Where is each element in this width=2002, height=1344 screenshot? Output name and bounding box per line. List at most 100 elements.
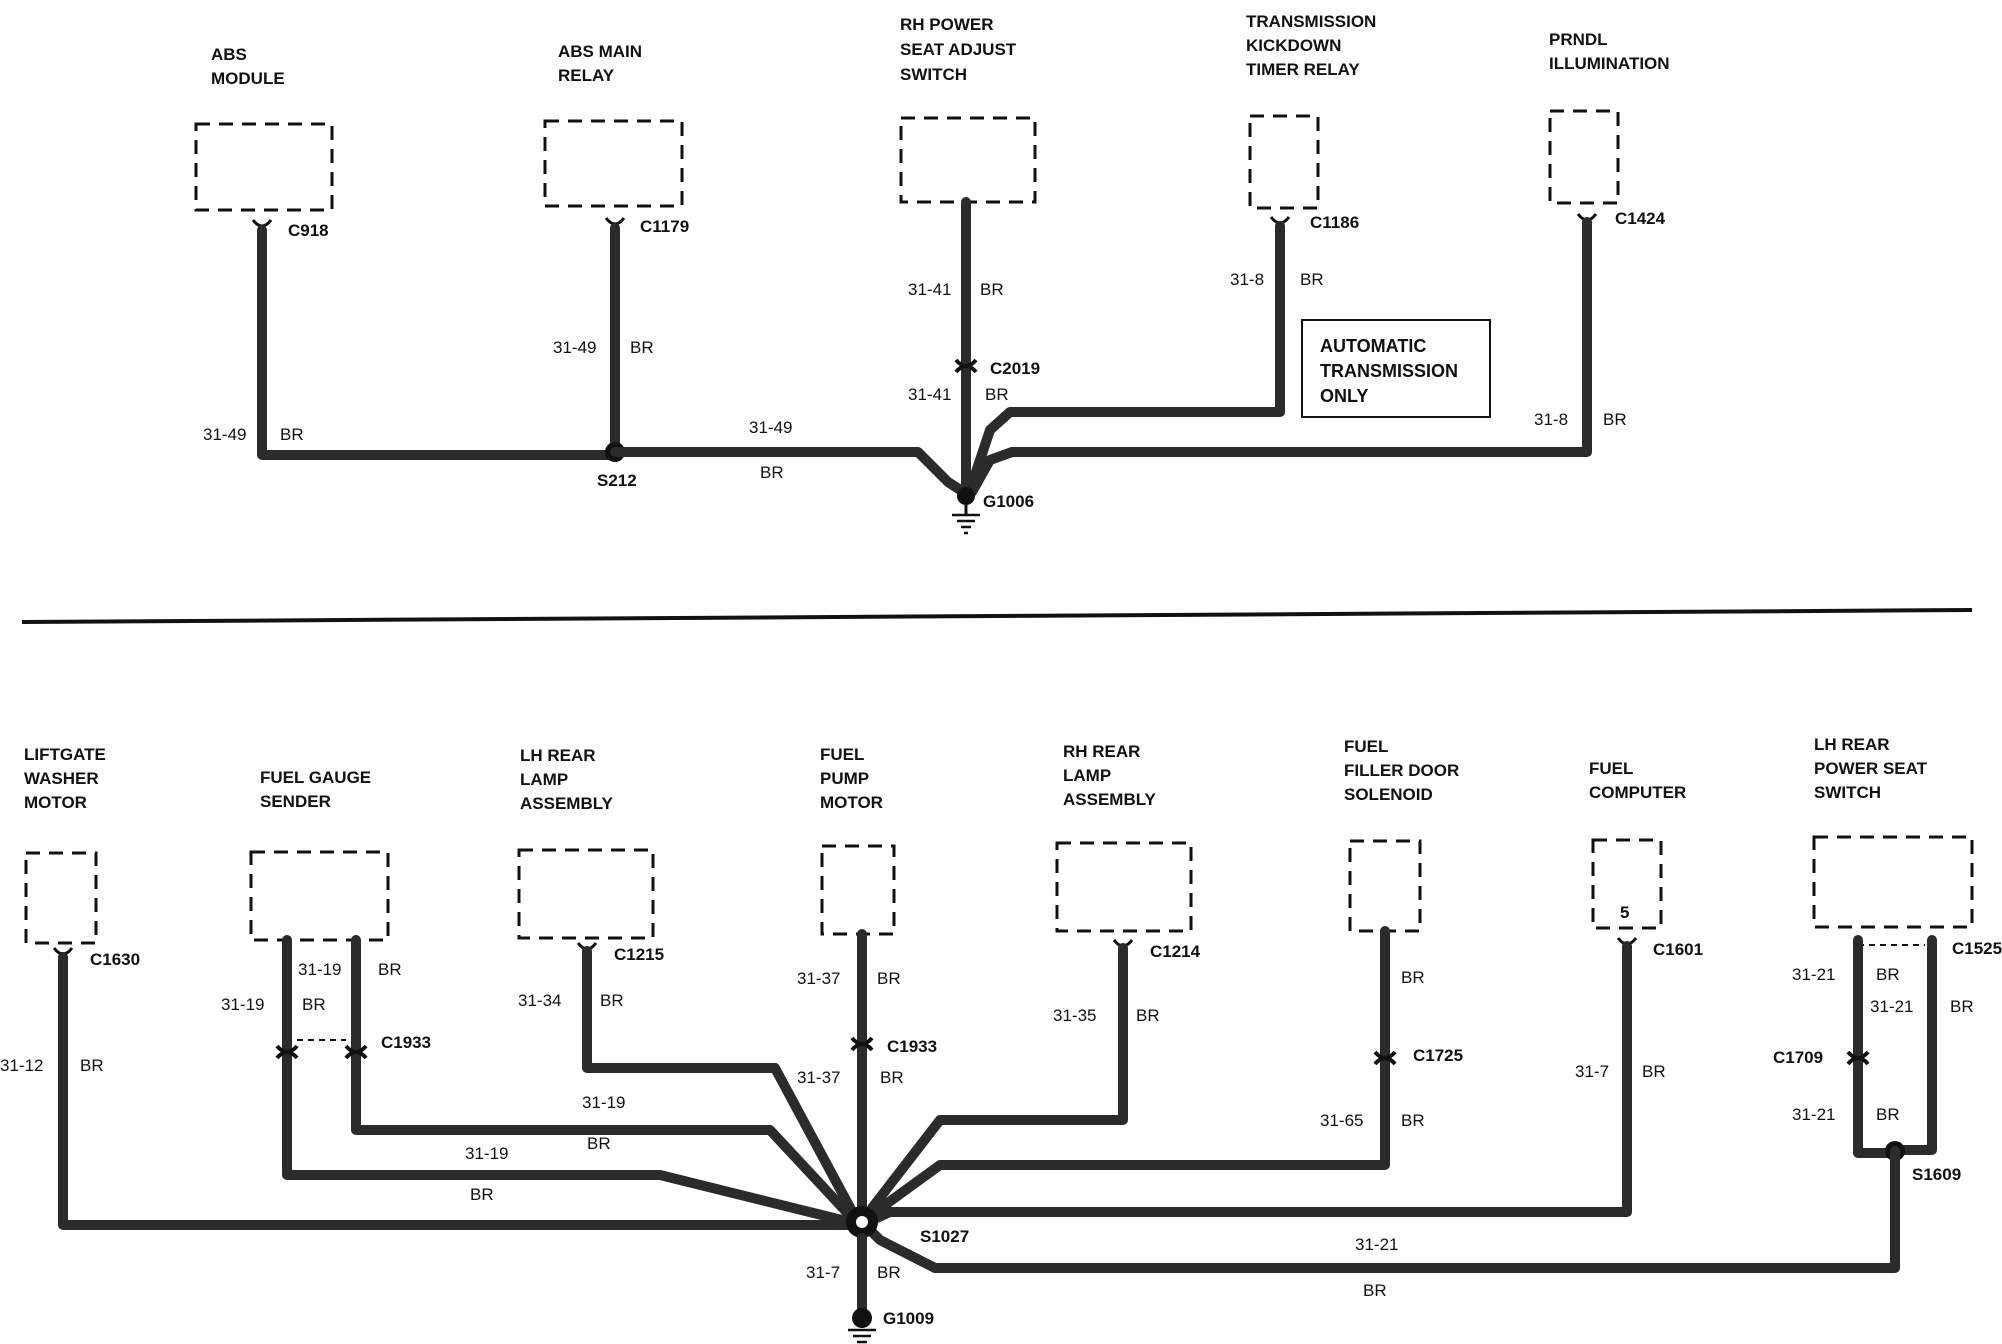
wire-circuit-label: 31-7 bbox=[1575, 1062, 1609, 1081]
abs-main-relay: ABS MAIN RELAY C1179 bbox=[543, 42, 689, 236]
wire-circuit-label: 31-8 bbox=[1230, 270, 1264, 289]
abs-main-relay-label-1: ABS MAIN bbox=[558, 42, 642, 61]
ground-symbol bbox=[950, 513, 982, 535]
wire-circuit-label: 31-49 bbox=[749, 418, 792, 437]
wire-circuit-label: 31-21 bbox=[1792, 965, 1835, 984]
automatic-transmission-note: AUTOMATIC TRANSMISSION ONLY bbox=[1301, 319, 1491, 418]
wire-color-label: BR bbox=[1876, 1105, 1900, 1124]
abs-module-label-1: ABS bbox=[211, 45, 247, 64]
fuel-gauge-label-2: SENDER bbox=[260, 792, 331, 811]
wire-fuel-gauge-a bbox=[282, 935, 855, 1227]
wire-circuit-label: 31-65 bbox=[1320, 1111, 1363, 1130]
wire-filler-door bbox=[869, 926, 1390, 1218]
wire-color-label: BR bbox=[1300, 270, 1324, 289]
liftgate-label-3: MOTOR bbox=[24, 793, 87, 812]
wire-color-label: BR bbox=[1642, 1062, 1666, 1081]
connector-label-c1630: C1630 bbox=[90, 950, 140, 969]
wire-color-label: BR bbox=[985, 385, 1009, 404]
connector-label-c2019: C2019 bbox=[990, 359, 1040, 378]
ground-label-g1006: G1006 bbox=[983, 492, 1034, 511]
transmission-kickdown-timer-relay: TRANSMISSION KICKDOWN TIMER RELAY C1186 bbox=[1246, 12, 1376, 232]
wire-color-label: BR bbox=[1363, 1281, 1387, 1300]
filler-door-label-2: FILLER DOOR bbox=[1344, 761, 1459, 780]
lh-seat-switch-label-3: SWITCH bbox=[1814, 783, 1881, 802]
kickdown-relay-label-3: TIMER RELAY bbox=[1246, 60, 1360, 79]
rh-seat-switch-label-2: SEAT ADJUST bbox=[900, 40, 1017, 59]
fuel-gauge-box bbox=[249, 850, 390, 942]
wire-color-label: BR bbox=[1950, 997, 1974, 1016]
wire-circuit-label: 31-35 bbox=[1053, 1006, 1096, 1025]
filler-door-box bbox=[1348, 839, 1422, 933]
prndl-box bbox=[1548, 109, 1620, 205]
wire-color-label: BR bbox=[587, 1134, 611, 1153]
connector-label-c1709: C1709 bbox=[1773, 1048, 1823, 1067]
wire-color-label: BR bbox=[1603, 410, 1627, 429]
fuel-computer-label-1: FUEL bbox=[1589, 759, 1633, 778]
fuel-computer: FUEL COMPUTER 5 C1601 bbox=[1589, 759, 1703, 959]
kickdown-relay-box bbox=[1248, 114, 1320, 210]
wire-circuit-label: 31-19 bbox=[465, 1144, 508, 1163]
ground-label-g1009: G1009 bbox=[883, 1309, 934, 1328]
prndl-label-2: ILLUMINATION bbox=[1549, 54, 1670, 73]
wire-circuit-label: 31-21 bbox=[1870, 997, 1913, 1016]
note-line-1: AUTOMATIC bbox=[1320, 336, 1426, 356]
wire-circuit-label: 31-37 bbox=[797, 1068, 840, 1087]
wire-circuit-label: 31-7 bbox=[806, 1263, 840, 1282]
rh-power-seat-adjust-switch: RH POWER SEAT ADJUST SWITCH bbox=[899, 15, 1037, 204]
connector-label-c1215: C1215 bbox=[614, 945, 664, 964]
lh-rear-power-seat-switch: LH REAR POWER SEAT SWITCH C1525 bbox=[1812, 735, 2002, 958]
connector-label-c1933-a: C1933 bbox=[381, 1033, 431, 1052]
wire-circuit-label: 31-21 bbox=[1355, 1235, 1398, 1254]
prndl-label-1: PRNDL bbox=[1549, 30, 1608, 49]
wire-circuit-label: 31-21 bbox=[1792, 1105, 1835, 1124]
wire-color-label: BR bbox=[877, 1263, 901, 1282]
note-line-3: ONLY bbox=[1320, 386, 1368, 406]
fuel-gauge-sender: FUEL GAUGE SENDER bbox=[249, 768, 390, 942]
filler-door-label-1: FUEL bbox=[1344, 737, 1388, 756]
wire-color-label: BR bbox=[630, 338, 654, 357]
rh-lamp-label-3: ASSEMBLY bbox=[1063, 790, 1157, 809]
abs-module: ABS MODULE C918 bbox=[194, 45, 334, 240]
lh-lamp-label-1: LH REAR bbox=[520, 746, 596, 765]
wire-circuit-label: 31-12 bbox=[0, 1056, 43, 1075]
rh-lamp-box bbox=[1055, 841, 1193, 933]
wire-color-label: BR bbox=[378, 960, 402, 979]
fuel-pump-label-2: PUMP bbox=[820, 769, 869, 788]
lh-lamp-label-3: ASSEMBLY bbox=[520, 794, 614, 813]
abs-module-box bbox=[194, 122, 334, 212]
abs-main-relay-label-2: RELAY bbox=[558, 66, 615, 85]
wire-circuit-label: 31-37 bbox=[797, 969, 840, 988]
fuel-computer-label-2: COMPUTER bbox=[1589, 783, 1686, 802]
liftgate-box bbox=[24, 851, 98, 945]
connector-label-c1214: C1214 bbox=[1150, 942, 1201, 961]
wire-color-label: BR bbox=[470, 1185, 494, 1204]
wire-kickdown-relay bbox=[965, 221, 1285, 495]
wire-color-label: BR bbox=[302, 995, 326, 1014]
abs-main-relay-box bbox=[543, 119, 684, 208]
wire-lh-seat-switch-a bbox=[1853, 935, 1900, 1158]
wire-circuit-label: 31-41 bbox=[908, 280, 951, 299]
lh-rear-lamp-assembly: LH REAR LAMP ASSEMBLY C1215 bbox=[517, 746, 664, 964]
splice-label-s1027: S1027 bbox=[920, 1227, 969, 1246]
fuel-pump-box bbox=[820, 844, 896, 936]
fuel-computer-box bbox=[1591, 838, 1663, 930]
ground-node-g1006 bbox=[957, 487, 975, 505]
wire-color-label: BR bbox=[1136, 1006, 1160, 1025]
rh-lamp-label-1: RH REAR bbox=[1063, 742, 1140, 761]
fuel-filler-door-solenoid: FUEL FILLER DOOR SOLENOID bbox=[1344, 737, 1459, 933]
wire-fuel-gauge-b bbox=[351, 935, 857, 1223]
connector-label-c1186: C1186 bbox=[1310, 213, 1359, 232]
liftgate-label-2: WASHER bbox=[24, 769, 99, 788]
wire-circuit-label: 31-41 bbox=[908, 385, 951, 404]
wire-prndl bbox=[967, 217, 1592, 497]
rh-seat-switch-box bbox=[899, 116, 1037, 204]
kickdown-relay-label-2: KICKDOWN bbox=[1246, 36, 1341, 55]
connector-label-c1424: C1424 bbox=[1615, 209, 1666, 228]
wire-fuel-computer bbox=[867, 941, 1632, 1225]
wire-lh-lamp bbox=[582, 946, 859, 1220]
wire-color-label: BR bbox=[880, 1068, 904, 1087]
wire-color-label: BR bbox=[980, 280, 1004, 299]
connector-label-c1525: C1525 bbox=[1952, 939, 2002, 958]
connector-label-c1179: C1179 bbox=[640, 217, 689, 236]
wire-color-label: BR bbox=[877, 969, 901, 988]
